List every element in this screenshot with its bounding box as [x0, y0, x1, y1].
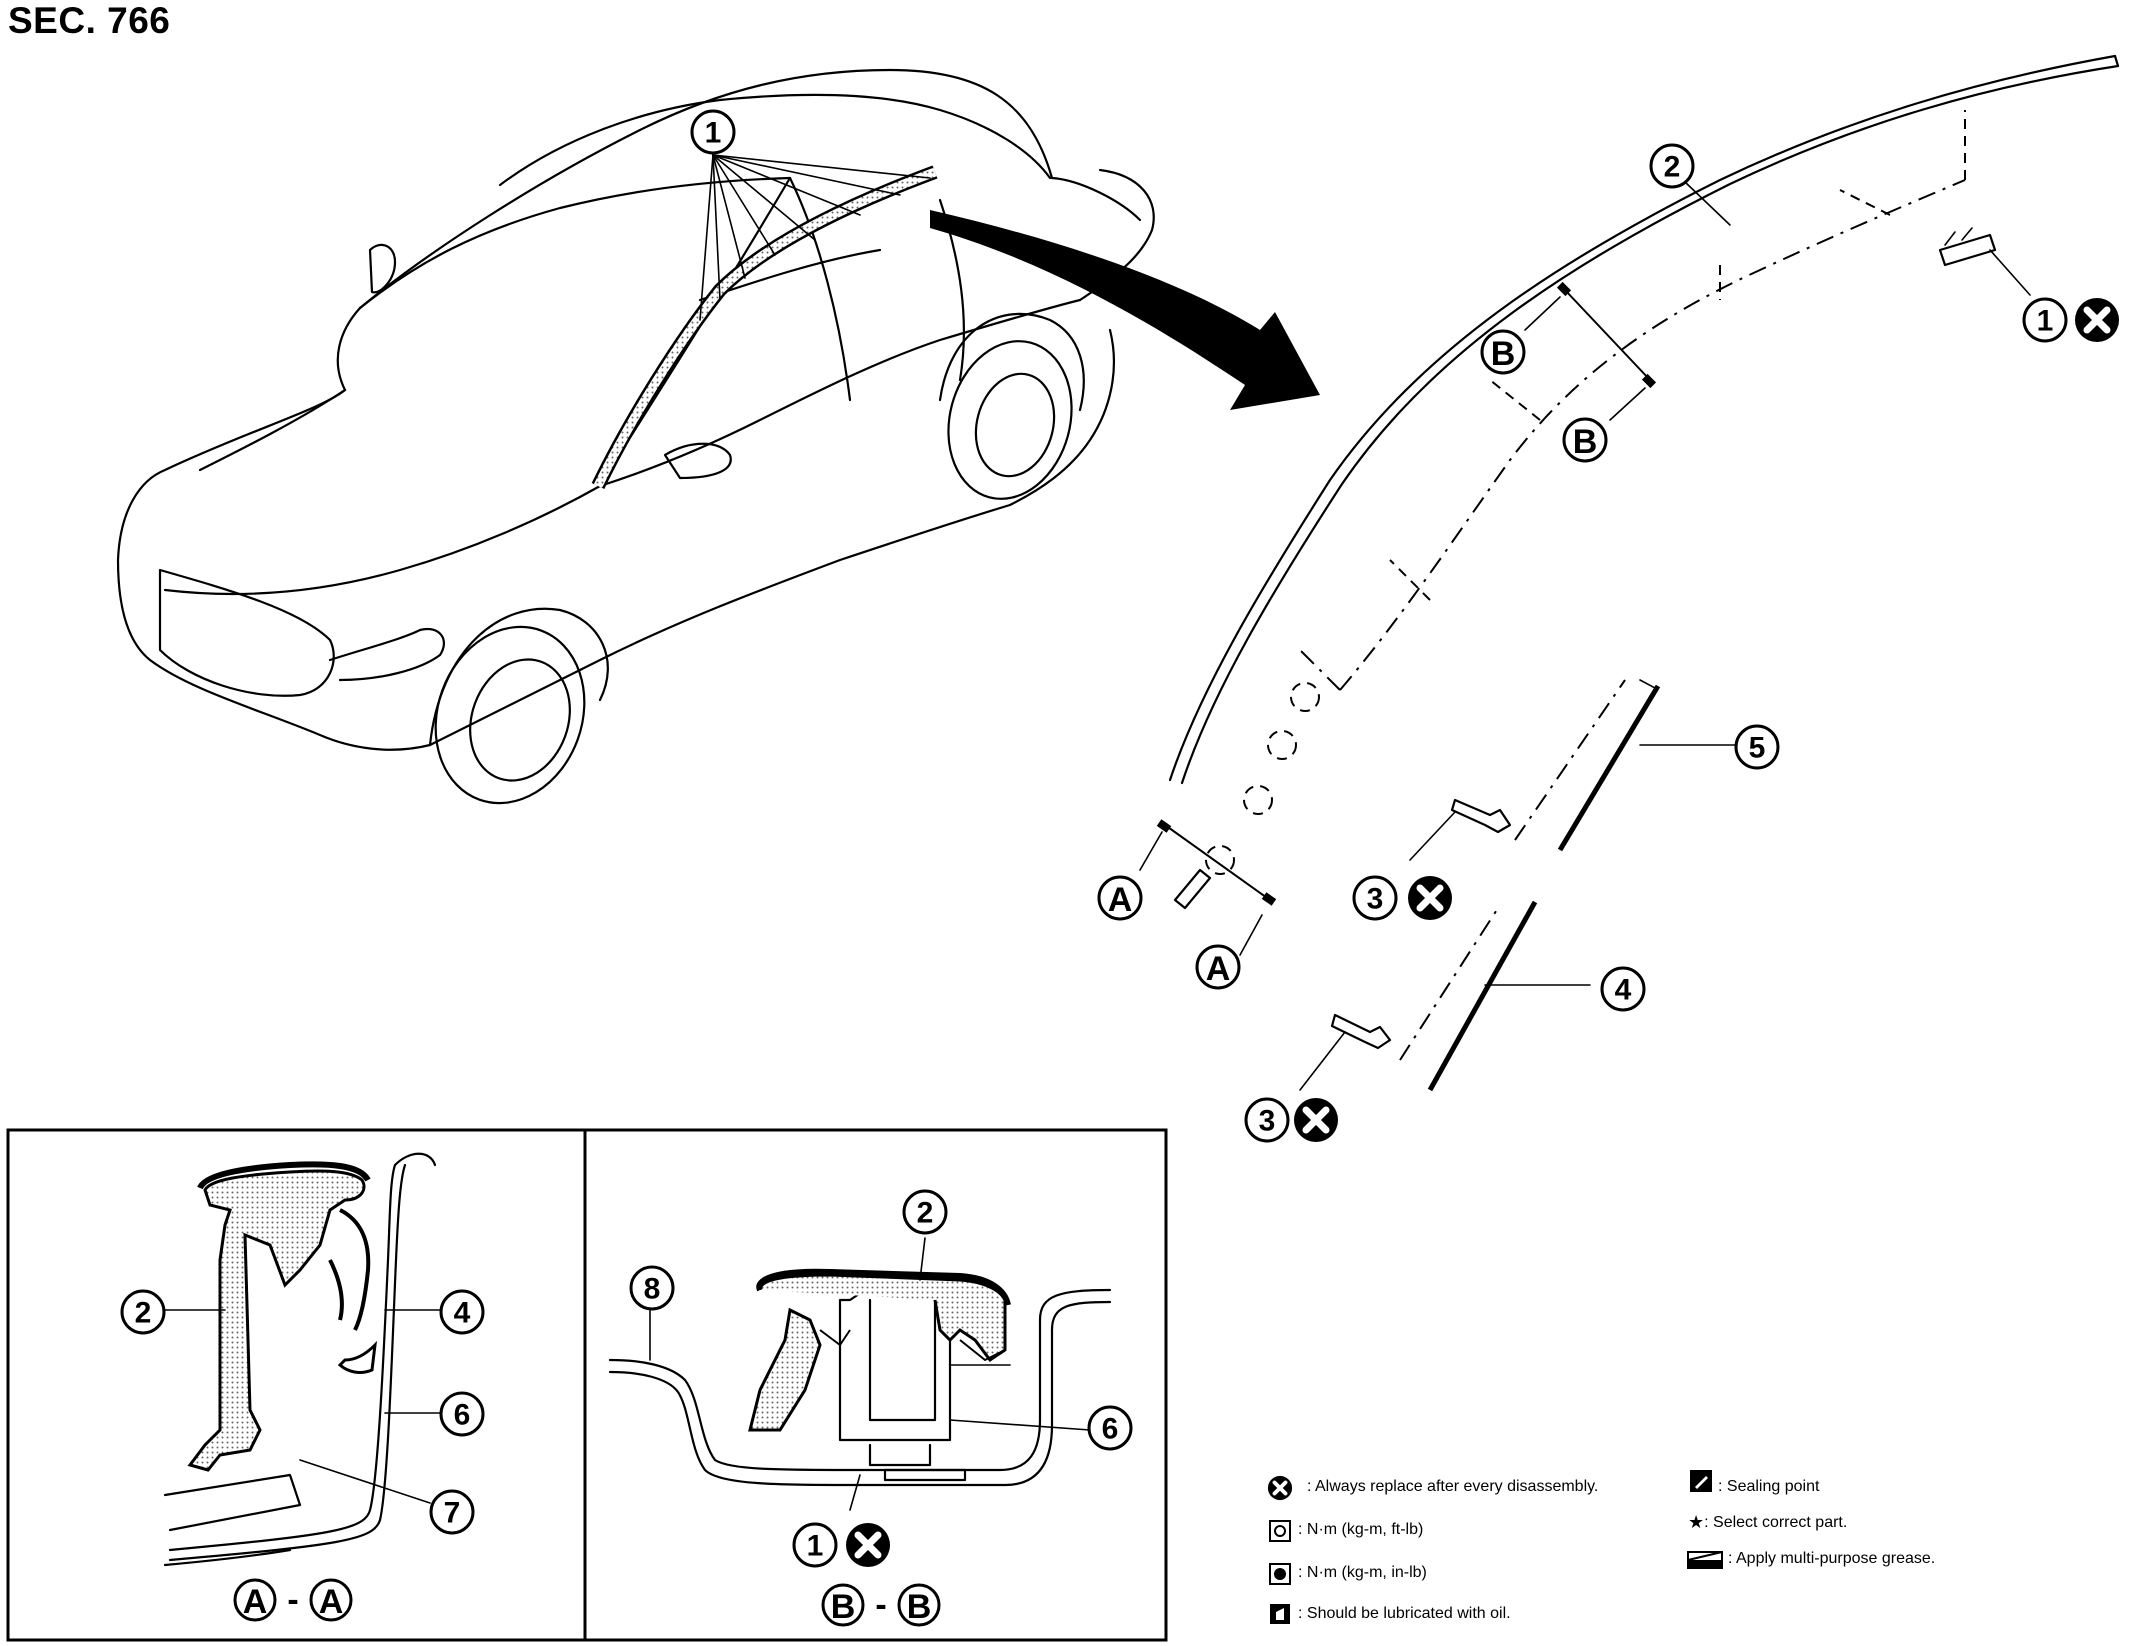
svg-text:B: B — [1573, 423, 1598, 461]
svg-text:2: 2 — [135, 1297, 152, 1330]
svg-text:6: 6 — [1102, 1413, 1119, 1446]
svg-text:2: 2 — [1664, 151, 1681, 184]
legend-replace: : Always replace after every disassembly… — [1307, 1478, 1599, 1495]
legend-select: ★ : Select correct part. — [1688, 1512, 1848, 1532]
vehicle-illustration — [116, 68, 1320, 805]
grease-icon — [1687, 1551, 1723, 1569]
section-aa-drawing — [163, 1152, 441, 1567]
svg-text:-: - — [287, 1581, 298, 1619]
section-marker-b-upper: B — [1480, 329, 1526, 375]
torque-wrench-icon — [1269, 1563, 1291, 1585]
section-bb-label: B - B — [821, 1583, 941, 1627]
svg-text:6: 6 — [454, 1399, 471, 1432]
svg-text:4: 4 — [454, 1297, 471, 1330]
svg-text:A: A — [1206, 950, 1231, 988]
sealing-pen-icon — [1690, 1470, 1712, 1492]
svg-text:B: B — [907, 1588, 932, 1626]
section-aa-label: A - A — [233, 1578, 353, 1622]
legend-oil: : Should be lubricated with oil. — [1298, 1605, 1511, 1622]
section-views-frame — [6, 1128, 1168, 1642]
callout-3-lower: 3 — [1244, 1098, 1338, 1142]
replace-x-icon — [1408, 876, 1452, 920]
svg-text:8: 8 — [644, 1273, 661, 1306]
legend-grease: : Apply multi-purpose grease. — [1728, 1550, 1936, 1567]
callout-2-exploded: 2 — [1649, 143, 1695, 189]
callout-1-vehicle: 1 — [690, 109, 736, 155]
svg-text:A: A — [243, 1583, 268, 1621]
callout-6-aa: 6 — [439, 1391, 485, 1437]
svg-text:5: 5 — [1749, 732, 1766, 765]
torque-wrench-icon — [1269, 1520, 1291, 1542]
legend-sealing: : Sealing point — [1718, 1478, 1820, 1495]
callout-5: 5 — [1734, 724, 1780, 770]
svg-text:3: 3 — [1259, 1105, 1276, 1138]
callout-1-bb: 1 — [792, 1523, 890, 1567]
svg-text:A: A — [1108, 881, 1133, 919]
section-marker-b-lower: B — [1562, 417, 1608, 463]
callout-4-aa: 4 — [439, 1289, 485, 1335]
svg-text:-: - — [875, 1586, 886, 1624]
callout-8: 8 — [629, 1265, 675, 1311]
moulding-exploded-view — [1139, 54, 2120, 1092]
svg-text:1: 1 — [705, 117, 722, 150]
svg-text:4: 4 — [1615, 974, 1632, 1007]
svg-text:7: 7 — [444, 1497, 461, 1530]
svg-text:2: 2 — [917, 1197, 934, 1230]
callout-1-exploded: 1 — [2022, 298, 2119, 342]
legend-torque-in: : N·m (kg-m, in-lb) — [1298, 1564, 1427, 1581]
callout-6-bb: 6 — [1087, 1405, 1133, 1451]
legend-icons — [1265, 1470, 1723, 1624]
callout-7: 7 — [429, 1489, 475, 1535]
section-number: SEC. 766 — [8, 0, 171, 41]
replace-x-icon — [2075, 298, 2119, 342]
replace-x-icon — [1294, 1098, 1338, 1142]
svg-text:B: B — [1491, 335, 1516, 373]
section-marker-a-upper: A — [1097, 875, 1143, 921]
callout-3-upper: 3 — [1352, 876, 1452, 920]
callout-2-aa: 2 — [120, 1289, 166, 1335]
callout-4-exploded: 4 — [1600, 966, 1646, 1012]
svg-text:3: 3 — [1367, 883, 1384, 916]
oil-can-icon — [1270, 1604, 1290, 1624]
replace-x-icon — [846, 1523, 890, 1567]
section-marker-a-lower: A — [1195, 944, 1241, 990]
svg-text:B: B — [831, 1588, 856, 1626]
callout-2-bb: 2 — [902, 1189, 948, 1235]
svg-text:1: 1 — [2037, 305, 2054, 338]
section-bb-drawing — [608, 1237, 1112, 1511]
svg-text:1: 1 — [807, 1530, 824, 1563]
replace-x-icon — [1265, 1473, 1295, 1503]
star-icon: ★ — [1688, 1512, 1705, 1532]
svg-text:A: A — [319, 1583, 344, 1621]
legend-torque-ft: : N·m (kg-m, ft-lb) — [1298, 1521, 1424, 1538]
